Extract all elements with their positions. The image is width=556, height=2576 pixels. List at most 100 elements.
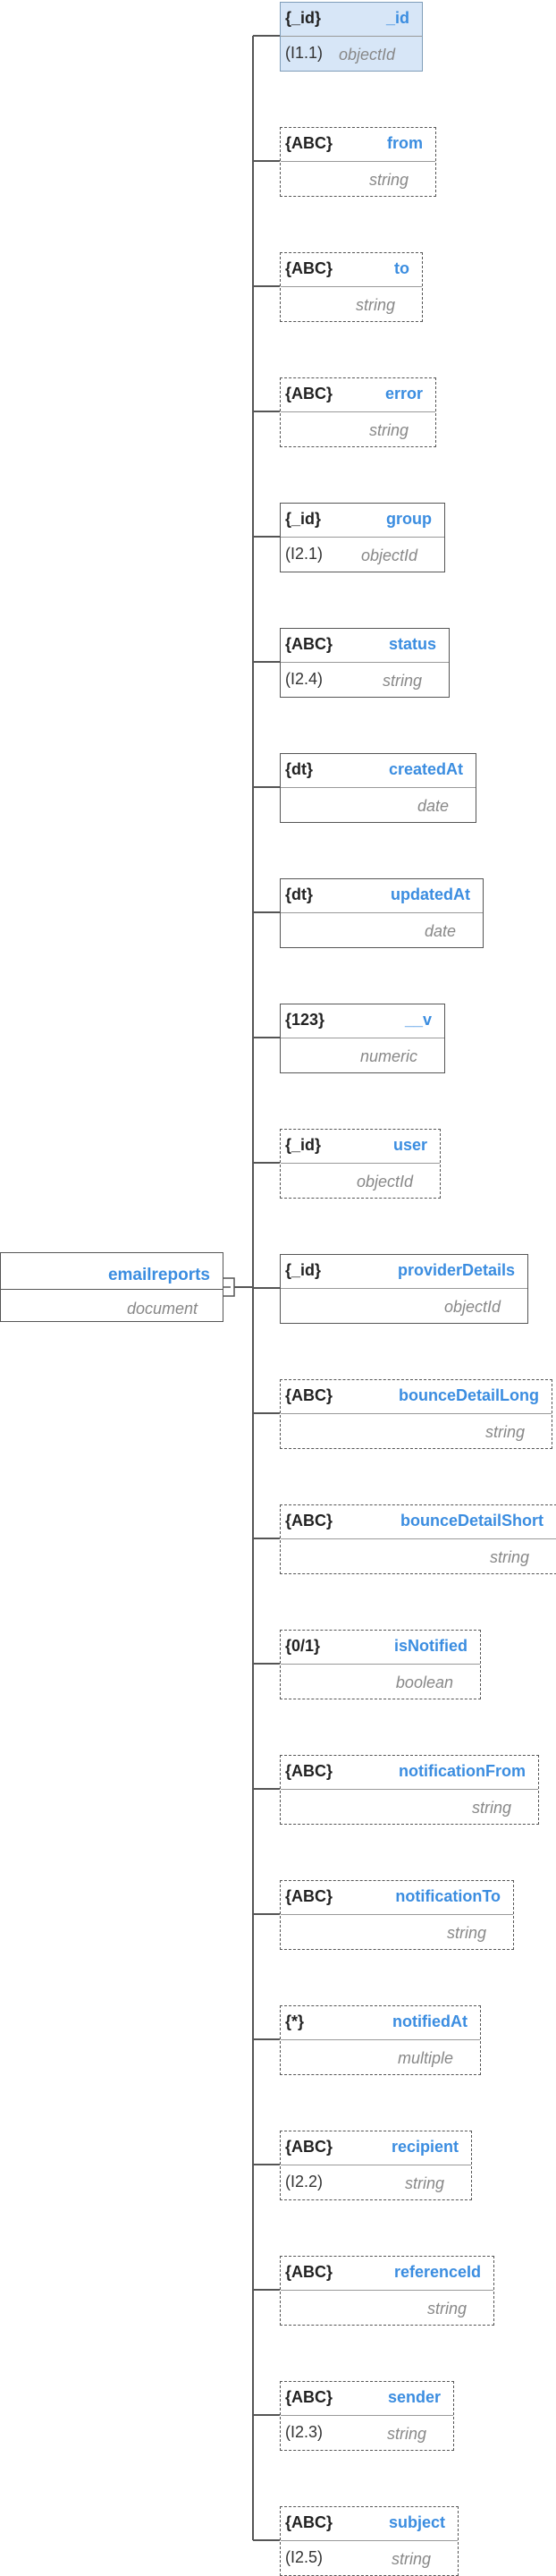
- field-type: date: [424, 922, 456, 940]
- field-name: error: [384, 385, 423, 402]
- field-name: createdAt: [388, 760, 463, 778]
- field-name: notificationTo: [395, 1887, 501, 1905]
- field-name: recipient: [391, 2138, 459, 2156]
- root-divider: [1, 1289, 223, 1290]
- field-box-notificationto[interactable]: {ABC} notificationTo string: [280, 1880, 514, 1950]
- field-name: _id: [385, 9, 409, 27]
- field-name: __v: [404, 1011, 432, 1029]
- field-type: objectId: [356, 1173, 413, 1191]
- field-type: string: [446, 1924, 486, 1942]
- field-name: group: [386, 510, 432, 528]
- field-box-referenceid[interactable]: {ABC} referenceId string: [280, 2256, 494, 2326]
- field-type: string: [355, 296, 395, 314]
- field-box-notifiedat[interactable]: {*} notifiedAt multiple: [280, 2005, 481, 2075]
- field-index-label: (I2.1): [285, 545, 324, 563]
- field-name: providerDetails: [397, 1261, 515, 1279]
- field-box-status[interactable]: {ABC} status (I2.4) string: [280, 628, 450, 698]
- field-index-label: (I2.5): [285, 2548, 324, 2566]
- field-kind-badge: {dt}: [285, 886, 313, 903]
- field-box-user[interactable]: {_id} user objectId: [280, 1129, 441, 1199]
- field-name: updatedAt: [391, 886, 470, 903]
- field-box-subject[interactable]: {ABC}subject(I2.5)string: [280, 2506, 459, 2576]
- field-type: string: [368, 171, 409, 189]
- field-name: user: [392, 1136, 427, 1154]
- field-box-recipient[interactable]: {ABC}recipient(I2.2)string: [280, 2131, 472, 2200]
- field-divider: [281, 286, 422, 287]
- field-divider: [281, 2540, 458, 2541]
- field-box-group[interactable]: {_id} group (I2.1) objectId: [280, 503, 445, 572]
- field-type: multiple: [397, 2049, 453, 2067]
- field-divider: [281, 1664, 480, 1665]
- field-kind-badge: {ABC}: [285, 1887, 333, 1905]
- field-name: sender: [387, 2388, 441, 2406]
- field-divider: [281, 537, 444, 538]
- field-index-label: (I2.4): [285, 670, 324, 688]
- field-box-createdat[interactable]: {dt} createdAt date: [280, 753, 476, 823]
- field-divider: [281, 2290, 493, 2291]
- field-kind-badge: {ABC}: [285, 2138, 333, 2156]
- field-type: objectId: [360, 547, 417, 564]
- field-kind-badge: {0/1}: [285, 1637, 321, 1655]
- field-type: string: [471, 1799, 511, 1817]
- field-index-label: (I2.2): [285, 2173, 324, 2190]
- field-kind-badge: {dt}: [285, 760, 313, 778]
- field-kind-badge: {_id}: [285, 510, 322, 528]
- field-type: objectId: [338, 46, 395, 64]
- field-kind-badge: {_id}: [285, 1136, 322, 1154]
- field-kind-badge: {ABC}: [285, 2263, 333, 2281]
- field-kind-badge: {*}: [285, 2012, 305, 2030]
- field-divider: [281, 787, 476, 788]
- field-type: numeric: [359, 1047, 417, 1065]
- field-name: notifiedAt: [392, 2012, 468, 2030]
- field-name: notificationFrom: [399, 1762, 526, 1780]
- field-type: string: [386, 2425, 426, 2443]
- field-box-to[interactable]: {ABC} to string: [280, 252, 423, 322]
- field-kind-badge: {_id}: [285, 9, 322, 27]
- field-name: referenceId: [393, 2263, 481, 2281]
- field-box--id[interactable]: {_id} _id (I1.1) objectId: [280, 2, 423, 72]
- field-kind-badge: {ABC}: [285, 635, 333, 653]
- field-kind-badge: {_id}: [285, 1261, 322, 1279]
- field-type: string: [382, 672, 422, 690]
- field-kind-badge: {ABC}: [285, 385, 333, 402]
- field-divider: [281, 1413, 552, 1414]
- root-collection-type: document: [126, 1300, 198, 1318]
- field-divider: [281, 161, 435, 162]
- field-type: string: [426, 2300, 467, 2318]
- field-name: to: [394, 259, 409, 277]
- field-kind-badge: {ABC}: [285, 2388, 333, 2406]
- field-box-providerdetails[interactable]: {_id} providerDetails objectId: [280, 1254, 528, 1324]
- field-kind-badge: {ABC}: [285, 1512, 333, 1530]
- field-kind-badge: {ABC}: [285, 2513, 333, 2531]
- field-type: string: [489, 1548, 529, 1566]
- field-type: date: [417, 797, 449, 815]
- field-divider: [281, 1789, 538, 1790]
- field-divider: [281, 912, 483, 913]
- field-kind-badge: {ABC}: [285, 1386, 333, 1404]
- field-type: objectId: [443, 1298, 501, 1316]
- field-divider: [281, 2415, 453, 2416]
- root-collection-box[interactable]: emailreports document: [0, 1252, 223, 1322]
- field-divider: [281, 1288, 527, 1289]
- field-divider: [281, 411, 435, 412]
- field-name: bounceDetailShort: [400, 1512, 543, 1530]
- field-type: boolean: [395, 1674, 453, 1691]
- root-collection-name: emailreports: [107, 1266, 210, 1284]
- field-name: subject: [388, 2513, 445, 2531]
- field-box-updatedat[interactable]: {dt} updatedAt date: [280, 878, 484, 948]
- field-box-bouncedetailshort[interactable]: {ABC} bounceDetailShort string: [280, 1504, 556, 1574]
- field-box-sender[interactable]: {ABC} sender (I2.3) string: [280, 2381, 454, 2451]
- field-kind-badge: {ABC}: [285, 259, 333, 277]
- field-divider: [281, 1538, 556, 1539]
- field-index-label: (I1.1): [285, 44, 324, 62]
- field-index-label: (I2.3): [285, 2423, 324, 2441]
- field-divider: [281, 1914, 513, 1915]
- field-name: status: [388, 635, 436, 653]
